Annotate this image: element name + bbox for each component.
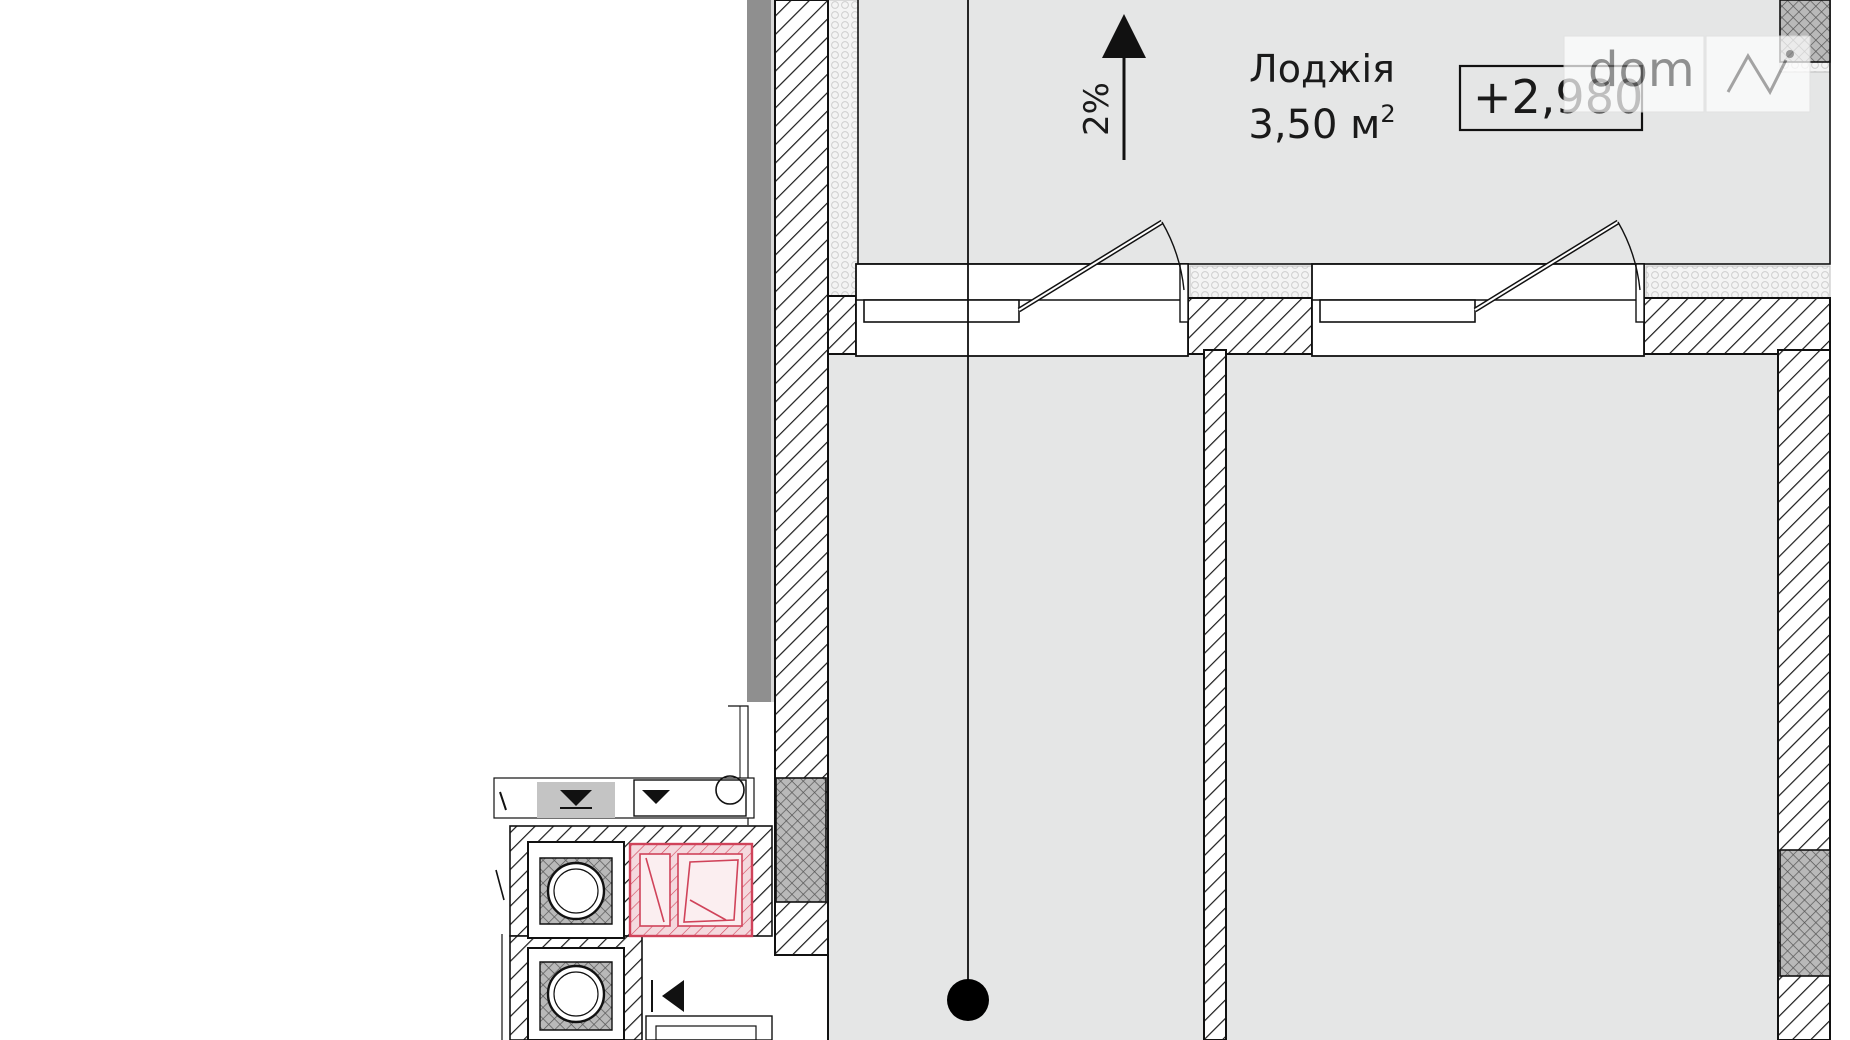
- column-block-left: [775, 777, 827, 903]
- outer-column-strip: [747, 0, 771, 702]
- room-right-floor: [1226, 354, 1778, 1040]
- loggia-wall-right: [1643, 297, 1831, 355]
- riser-dot-icon: [947, 979, 989, 1021]
- watermark-text: dom: [1588, 42, 1695, 98]
- loggia-wall-middle: [1187, 297, 1313, 355]
- slope-label: 2%: [1077, 82, 1117, 136]
- loggia-area: 3,50 м2: [1248, 100, 1395, 148]
- loggia-insulation-bottom-1: [1189, 265, 1313, 299]
- balcony-door-right: [1311, 219, 1645, 357]
- right-wall-column: [1779, 849, 1831, 977]
- loggia-wall-left: [827, 295, 857, 355]
- room-left-floor: [828, 354, 1204, 1040]
- outer-column-strip-light: [771, 0, 775, 702]
- loggia-name: Лоджія: [1249, 47, 1395, 91]
- loggia-insulation-bottom-2: [1645, 265, 1831, 299]
- partition-wall: [1203, 349, 1227, 1040]
- loggia-insulation-left: [827, 0, 859, 297]
- slope-arrow-icon: [1102, 14, 1146, 160]
- watermark: dom: [1563, 35, 1811, 113]
- balcony-door-left: [855, 219, 1189, 357]
- shaft-cluster: [493, 705, 773, 1040]
- ventilation-duct-icon: [628, 842, 754, 938]
- watermark-logo-icon: [1726, 50, 1794, 96]
